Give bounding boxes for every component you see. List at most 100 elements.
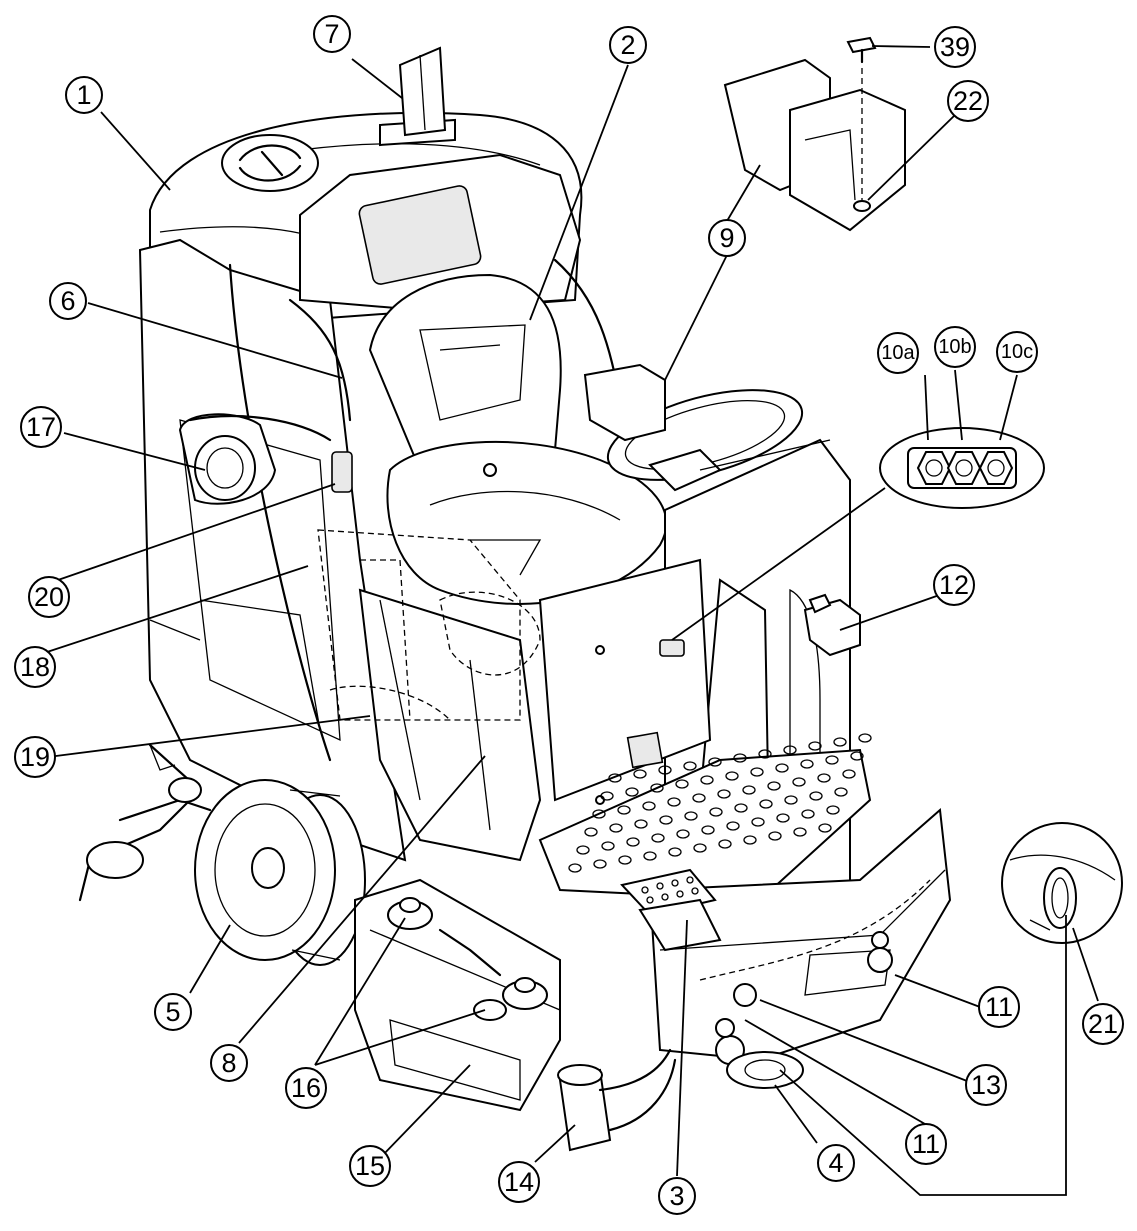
display-panel [358, 185, 482, 285]
svg-text:22: 22 [953, 86, 983, 116]
callout-22: 22 [947, 80, 989, 122]
callout-10b: 10b [934, 326, 976, 368]
leader-12 [839, 591, 949, 631]
drain-detail [1001, 822, 1123, 944]
callout-21: 21 [1082, 1003, 1124, 1045]
hose-couplings [715, 931, 893, 1065]
leader-11a [894, 974, 981, 1008]
svg-text:6: 6 [60, 286, 75, 316]
leader-13 [759, 999, 968, 1082]
brush-motors [387, 897, 548, 1021]
storage-tray-installed [583, 363, 666, 442]
ride-on-scrubber-drawing [78, 36, 1123, 1152]
leader-9b [664, 254, 728, 381]
leader-9a [726, 164, 761, 222]
svg-text:12: 12 [939, 570, 969, 600]
fuse-box-detail [879, 427, 1045, 509]
beacon-light [379, 46, 456, 147]
scrub-deck [354, 878, 561, 1112]
rear-bumper [648, 807, 952, 1062]
leader-8 [238, 755, 486, 1044]
callout-6: 6 [49, 282, 87, 320]
squeegee-caster [557, 1048, 677, 1152]
callout-19: 19 [14, 736, 56, 778]
leader-21 [1072, 927, 1099, 1002]
callout-1: 1 [65, 76, 103, 114]
svg-text:5: 5 [165, 997, 180, 1027]
svg-text:7: 7 [324, 19, 339, 49]
internal-components-hidden [317, 529, 541, 721]
screw [846, 36, 877, 64]
svg-text:19: 19 [20, 742, 50, 772]
leader-19 [47, 715, 371, 758]
left-body-panel [138, 238, 407, 862]
svg-text:10b: 10b [938, 336, 971, 358]
svg-text:39: 39 [940, 32, 970, 62]
leader-lines [43, 45, 1099, 1196]
leader-14 [534, 1124, 576, 1163]
leader-15 [380, 1064, 471, 1158]
leader-11b [744, 1019, 926, 1125]
brand-logo-icon [221, 134, 319, 192]
leader-10a [924, 374, 929, 441]
svg-text:17: 17 [26, 412, 56, 442]
callout-2: 2 [609, 26, 647, 64]
svg-text:16: 16 [291, 1073, 321, 1103]
leader-7 [351, 58, 403, 99]
battery-compartment [538, 558, 712, 802]
leader-17 [63, 432, 206, 471]
svg-text:3: 3 [669, 1181, 684, 1211]
leader-20 [57, 483, 336, 581]
leader-10b [954, 369, 963, 441]
callout-11-lower: 11 [905, 1123, 947, 1165]
svg-text:14: 14 [504, 1167, 534, 1197]
leader-21-loop [779, 915, 1067, 1196]
leader-1 [100, 111, 171, 191]
leader-16a [314, 917, 406, 1066]
callout-39: 39 [934, 26, 976, 68]
main-switch [331, 451, 353, 493]
svg-text:8: 8 [221, 1048, 236, 1078]
svg-text:11: 11 [912, 1129, 940, 1159]
leader-4 [774, 1084, 818, 1144]
callouts: 1 2 3 4 5 6 7 8 9 10a 10b 10c 11 11 12 1… [14, 15, 1124, 1215]
callout-17: 17 [20, 406, 62, 448]
leader-6 [87, 302, 343, 379]
callout-10c: 10c [996, 331, 1038, 373]
callout-15: 15 [349, 1145, 391, 1187]
svg-text:4: 4 [828, 1148, 843, 1178]
svg-text:9: 9 [719, 223, 734, 253]
parking-brake-lever [803, 593, 861, 657]
leader-22 [867, 114, 956, 201]
svg-text:21: 21 [1088, 1009, 1118, 1039]
storage-tray-detail [723, 58, 906, 232]
svg-text:1: 1 [76, 80, 91, 110]
rear-wheel [726, 1051, 804, 1089]
front-wheel [194, 779, 366, 966]
callout-14: 14 [498, 1161, 540, 1203]
svg-text:2: 2 [620, 30, 635, 60]
leader-39 [871, 45, 931, 48]
leader-18 [43, 565, 309, 654]
svg-text:13: 13 [971, 1070, 1001, 1100]
callout-11-upper: 11 [978, 986, 1020, 1028]
deck-perforations [568, 733, 872, 873]
side-squeegee-arm [78, 743, 212, 902]
callout-20: 20 [28, 576, 70, 618]
leader-5 [189, 924, 231, 994]
svg-text:15: 15 [355, 1151, 385, 1181]
svg-text:20: 20 [34, 582, 64, 612]
callout-9: 9 [708, 219, 746, 257]
callout-4: 4 [817, 1144, 855, 1182]
leader-3 [676, 919, 688, 1177]
callout-13: 13 [965, 1064, 1007, 1106]
callout-8: 8 [210, 1044, 248, 1082]
leader-2 [529, 64, 629, 321]
leader-10-to-box [671, 487, 886, 641]
operator-seat [368, 273, 668, 605]
callout-16: 16 [285, 1067, 327, 1109]
callout-10a: 10a [877, 332, 919, 374]
leader-10c [999, 374, 1018, 441]
callout-12: 12 [933, 564, 975, 606]
svg-text:18: 18 [20, 652, 50, 682]
